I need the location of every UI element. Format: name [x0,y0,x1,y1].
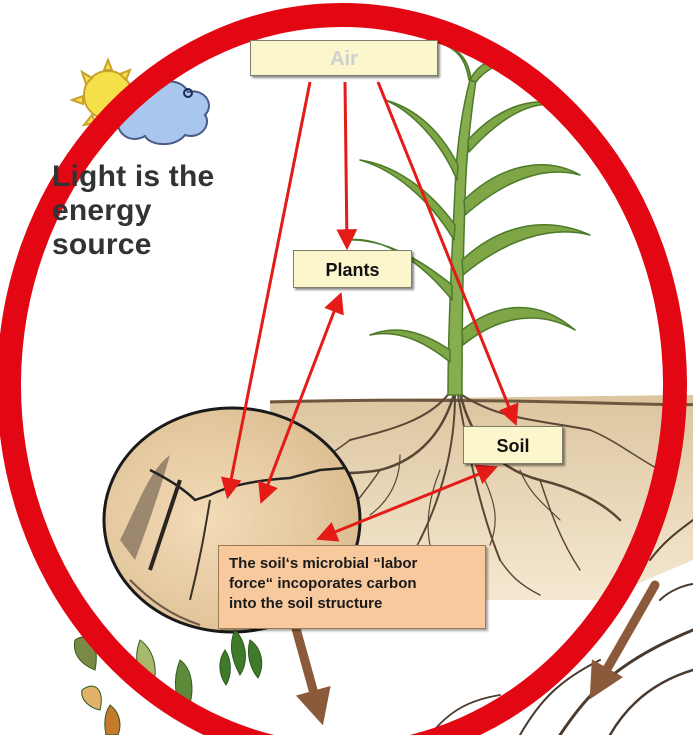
soil-label: Soil [463,426,563,464]
caption-line-2: force“ incoporates carbon [229,574,477,594]
energy-source-heading: Light is the energy source [52,160,214,262]
caption-line-1: The soil‘s microbial “labor [229,554,477,574]
heading-line-3: source [52,228,214,262]
air-label: Air [250,40,438,76]
arrow-air-to-plants [345,82,347,246]
heading-line-1: Light is the [52,160,214,194]
microbial-caption: The soil‘s microbial “labor force“ incop… [218,545,486,629]
caption-line-3: into the soil structure [229,594,477,614]
plants-label: Plants [293,250,412,288]
heading-line-2: energy [52,194,214,228]
